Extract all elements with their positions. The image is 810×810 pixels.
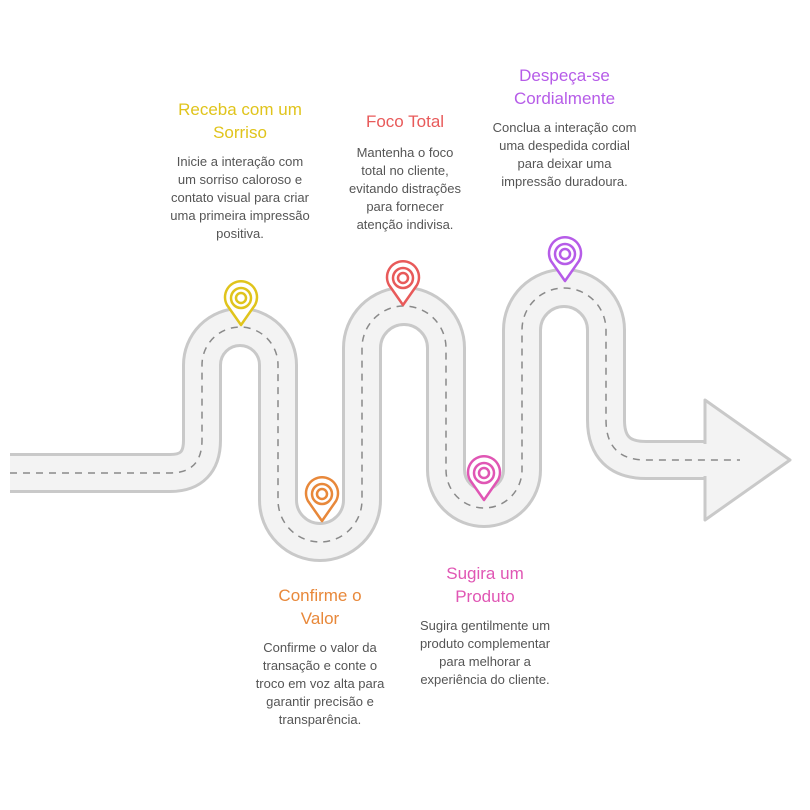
step-2: Confirme o Valor Confirme o valor da tra… [250, 584, 390, 729]
step-1: Receba com um Sorriso Inicie a interação… [165, 98, 315, 243]
step-title: Foco Total [365, 112, 445, 131]
step-title: Receba com um Sorriso [178, 100, 302, 142]
step-description: Mantenha o foco total no cliente, evitan… [348, 145, 461, 232]
map-pin-icon [547, 236, 583, 283]
map-pin-icon [466, 455, 502, 502]
step-description: Inicie a interação com um sorriso caloro… [170, 154, 310, 241]
map-pin-icon [223, 280, 259, 327]
step-description: Confirme o valor da transação e conte o … [255, 640, 385, 727]
step-5: Despeça-se Cordialmente Conclua a intera… [492, 64, 637, 191]
map-pin-icon [304, 476, 340, 523]
step-description: Conclua a interação com uma despedida co… [492, 120, 637, 189]
step-3: Foco Total Mantenha o foco total no clie… [335, 110, 475, 234]
map-pin-icon [385, 260, 421, 307]
step-description: Sugira gentilmente um produto complement… [419, 618, 551, 687]
step-title: Sugira um Produto [446, 564, 524, 606]
road [10, 268, 792, 562]
step-title: Confirme o Valor [278, 586, 362, 628]
step-4: Sugira um Produto Sugira gentilmente um … [415, 562, 555, 689]
step-title: Despeça-se Cordialmente [513, 66, 616, 108]
